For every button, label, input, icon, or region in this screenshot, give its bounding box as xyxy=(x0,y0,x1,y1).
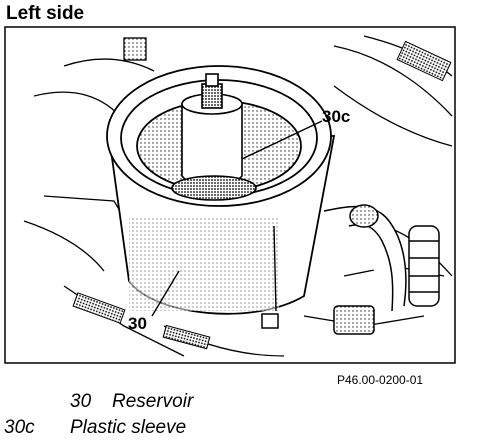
bolt-top xyxy=(123,37,147,61)
callout-30: 30 xyxy=(128,314,147,333)
bracket-texture-bottom xyxy=(162,324,211,350)
plastic-sleeve xyxy=(171,73,257,201)
legend-text: Reservoir xyxy=(112,391,194,412)
legend-number: 30c xyxy=(4,417,35,438)
reservoir-diagram: 30c 30 xyxy=(4,26,456,364)
callout-30c: 30c xyxy=(322,107,350,126)
legend-item-reservoir: 30 Reservoir xyxy=(70,391,193,413)
legend-text: Plastic sleeve xyxy=(70,417,187,438)
belt-texture xyxy=(396,40,452,82)
figure-code: P46.00-0200-01 xyxy=(337,373,424,387)
hose-fitting xyxy=(261,204,440,335)
legend-number: 30 xyxy=(70,391,92,412)
section-heading: Left side xyxy=(6,3,85,24)
legend-item-plastic-sleeve: 30c Plastic sleeve xyxy=(4,417,186,439)
bracket-texture-left xyxy=(72,292,126,324)
